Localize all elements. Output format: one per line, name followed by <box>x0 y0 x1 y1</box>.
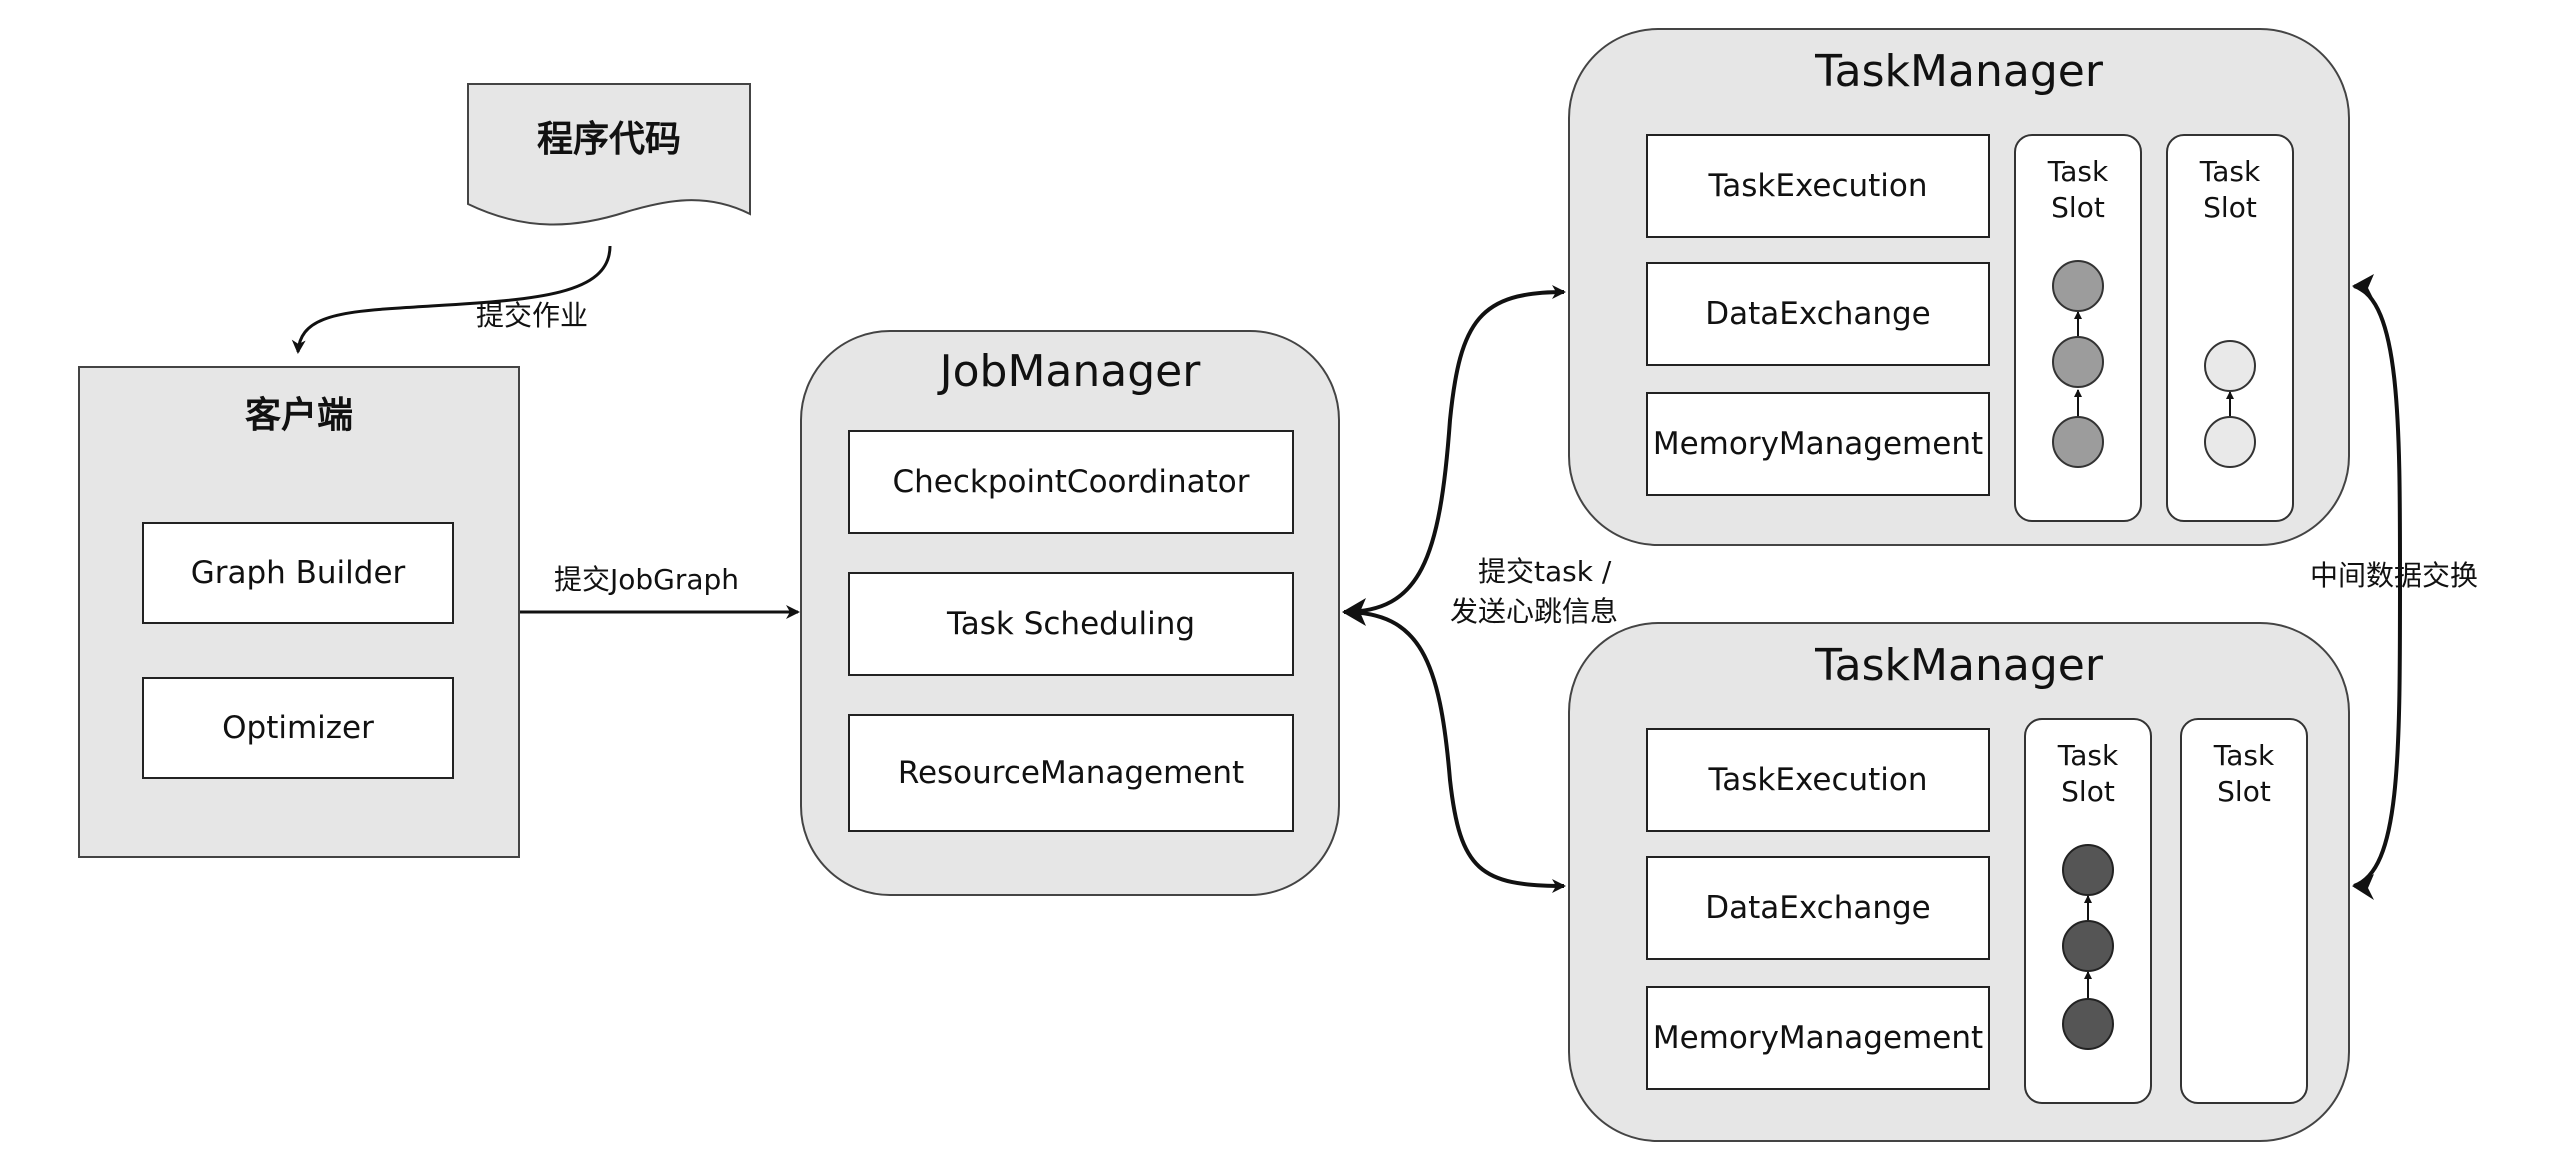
taskmanager-bottom-title: TaskManager <box>1815 640 2103 691</box>
client-title: 客户端 <box>244 395 353 436</box>
tm-top-slot1-task-node <box>2052 260 2104 312</box>
submit-job-arrow <box>291 245 612 354</box>
jm-to-tm-top-arrow <box>1343 285 1566 614</box>
tm-bottom-task-slot-2-label-line1: Task <box>2213 739 2275 772</box>
tm-bottom-incoming-arrowhead-icon <box>2352 874 2374 900</box>
tm-top-slot1-task-node <box>2052 336 2104 388</box>
intermediate-exchange-label: 中间数据交换 <box>2310 559 2479 592</box>
tm-bottom-slot1-task-node <box>2062 844 2114 896</box>
tm-top-task-slot-2-label-line1: Task <box>2199 155 2261 188</box>
tm-bottom-data-exchange-box: DataExchange <box>1646 856 1990 960</box>
submit-job-label: 提交作业 <box>476 299 589 332</box>
tm-top-slot1-task-node <box>2052 416 2104 468</box>
program-code-label: 程序代码 <box>536 119 681 160</box>
program-code-document: 程序代码 <box>466 82 752 232</box>
task-scheduling-box: Task Scheduling <box>848 572 1294 676</box>
tm-bottom-memory-management-box: MemoryManagement <box>1646 986 1990 1090</box>
tm-top-task-slot-1-label-line1: Task <box>2047 155 2109 188</box>
jobmanager-title: JobManager <box>939 346 1201 397</box>
taskmanager-top-title: TaskManager <box>1815 46 2103 97</box>
intermediate-exchange-arrow <box>2353 284 2402 888</box>
submit-jobgraph-label: 提交JobGraph <box>554 563 740 596</box>
tm-bottom-task-slot-1-label-line2: Slot <box>2061 775 2115 808</box>
tm-top-task-slot-1-label-line2: Slot <box>2051 191 2105 224</box>
tm-top-incoming-arrowhead-icon <box>2352 274 2374 300</box>
tm-top-slot2-task-node <box>2204 340 2256 392</box>
document-shape-icon <box>467 83 751 226</box>
tm-top-data-exchange-box: DataExchange <box>1646 262 1990 366</box>
tm-bottom-task-slot-2-label-line2: Slot <box>2217 775 2271 808</box>
tm-bottom-task-slot-2: Task Slot <box>2180 718 2308 1104</box>
graph-builder-box: Graph Builder <box>142 522 454 624</box>
optimizer-box: Optimizer <box>142 677 454 779</box>
tm-bottom-slot1-task-node <box>2062 998 2114 1050</box>
checkpoint-coordinator-box: CheckpointCoordinator <box>848 430 1294 534</box>
tm-bottom-task-slot-1-label-line1: Task <box>2057 739 2119 772</box>
tm-top-memory-management-box: MemoryManagement <box>1646 392 1990 496</box>
submit-task-label-line1: 提交task / <box>1478 555 1612 588</box>
resource-management-box: ResourceManagement <box>848 714 1294 832</box>
tm-top-slot2-task-node <box>2204 416 2256 468</box>
tm-top-task-execution-box: TaskExecution <box>1646 134 1990 238</box>
submit-task-label-line2: 发送心跳信息 <box>1450 595 1619 628</box>
jm-to-tm-bottom-arrow <box>1343 610 1566 893</box>
tm-top-task-slot-2-label-line2: Slot <box>2203 191 2257 224</box>
tm-bottom-task-execution-box: TaskExecution <box>1646 728 1990 832</box>
jm-incoming-arrowhead-icon <box>1342 598 1366 626</box>
tm-bottom-slot1-task-node <box>2062 920 2114 972</box>
